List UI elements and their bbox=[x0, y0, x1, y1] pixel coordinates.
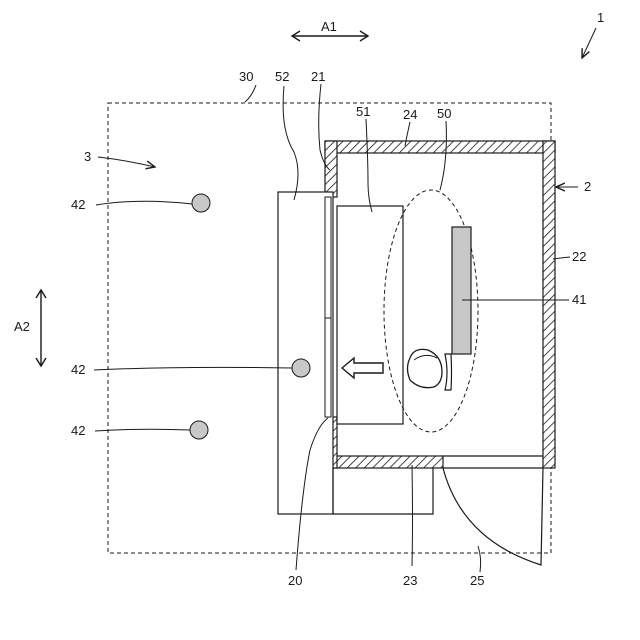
label-21: 21 bbox=[311, 69, 325, 84]
label-22: 22 bbox=[572, 249, 586, 264]
a2-double-arrow-icon bbox=[36, 290, 46, 366]
label-24: 24 bbox=[403, 107, 417, 122]
circle-42-mid bbox=[292, 359, 310, 377]
label-25: 25 bbox=[470, 573, 484, 588]
plate-41 bbox=[452, 227, 471, 354]
label-52: 52 bbox=[275, 69, 289, 84]
label-20: 20 bbox=[288, 573, 302, 588]
label-41: 41 bbox=[572, 292, 586, 307]
wall-right-22 bbox=[543, 141, 555, 468]
block-52-base bbox=[333, 468, 433, 514]
label-51: 51 bbox=[356, 104, 370, 119]
label-23: 23 bbox=[403, 573, 417, 588]
label-2: 2 bbox=[584, 179, 591, 194]
label-3: 3 bbox=[84, 149, 91, 164]
label-42-bottom: 42 bbox=[71, 423, 85, 438]
wall-left-upper-21 bbox=[325, 141, 337, 197]
label-42-mid: 42 bbox=[71, 362, 85, 377]
wall-top-24 bbox=[325, 141, 555, 153]
label-30: 30 bbox=[239, 69, 253, 84]
box-51 bbox=[337, 206, 403, 424]
label-50: 50 bbox=[437, 106, 451, 121]
door-25 bbox=[443, 468, 543, 565]
label-42-top: 42 bbox=[71, 197, 85, 212]
device-icon bbox=[408, 349, 452, 390]
circle-42-top bbox=[192, 194, 210, 212]
wall-bottom-23 bbox=[325, 456, 443, 468]
label-fig-ref: 1 bbox=[597, 10, 604, 25]
label-a1: A1 bbox=[321, 19, 337, 34]
panel-20 bbox=[325, 197, 331, 417]
circle-42-bottom bbox=[190, 421, 208, 439]
label-a2: A2 bbox=[14, 319, 30, 334]
